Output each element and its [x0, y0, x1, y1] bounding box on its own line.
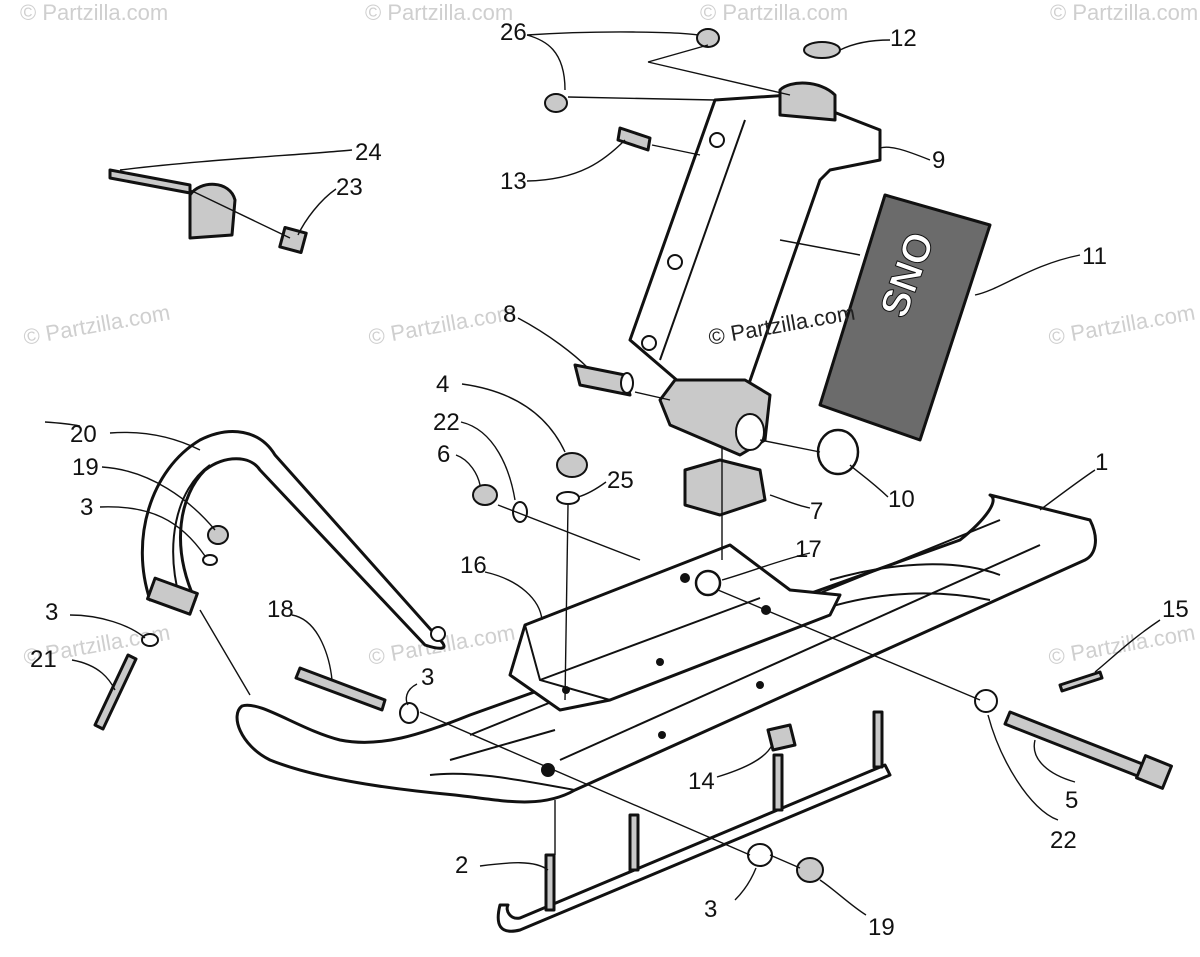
callout-5: 5: [1065, 787, 1078, 814]
ski-saddle: [508, 543, 842, 712]
callout-12: 12: [890, 25, 917, 52]
callout-20: 20: [70, 421, 97, 448]
callout-21: 21: [30, 646, 57, 673]
callout-22: 22: [1050, 827, 1077, 854]
callout-numbers: 1 2 3 3 3 3 4 5 6 7 8 9 10 11 12 13 14 1…: [30, 19, 1189, 941]
callout-19: 19: [868, 914, 895, 941]
callout-6: 6: [437, 441, 450, 468]
watermark: © Partzilla.com: [20, 0, 168, 25]
callout-10: 10: [888, 486, 915, 513]
callout-9: 9: [932, 147, 945, 174]
ski-loop-handle: [140, 430, 446, 650]
watermark: © Partzilla.com: [22, 300, 172, 350]
callout-25: 25: [607, 467, 634, 494]
callout-15: 15: [1162, 596, 1189, 623]
callout-26: 26: [500, 19, 527, 46]
bushing-8: [573, 363, 634, 397]
callout-18: 18: [267, 596, 294, 623]
watermark: © Partzilla.com: [367, 300, 517, 350]
callout-13: 13: [500, 168, 527, 195]
callout-7: 7: [810, 498, 823, 525]
callout-8: 8: [503, 301, 516, 328]
callout-24: 24: [355, 139, 382, 166]
rubber-block-7: [683, 458, 767, 517]
callout-17: 17: [795, 536, 822, 563]
callout-16: 16: [460, 552, 487, 579]
assembly-lines: [189, 44, 981, 869]
callout-23: 23: [336, 174, 363, 201]
callout-3: 3: [421, 664, 434, 691]
callout-19: 19: [72, 454, 99, 481]
hardware: [93, 28, 1173, 883]
callout-22: 22: [433, 409, 460, 436]
watermark: © Partzilla.com: [365, 0, 513, 25]
watermark: © Partzilla.com: [1047, 300, 1197, 350]
runner-wear-bar: [496, 710, 892, 933]
callout-11: 11: [1082, 243, 1107, 270]
callout-3: 3: [704, 896, 717, 923]
watermark: © Partzilla.com: [1050, 0, 1198, 25]
watermark: © Partzilla.com: [700, 0, 848, 25]
spindle-housing: [628, 81, 882, 457]
callout-4: 4: [436, 371, 449, 398]
callout-14: 14: [688, 768, 715, 795]
callout-2: 2: [455, 852, 468, 879]
callout-1: 1: [1095, 449, 1108, 476]
callout-3: 3: [45, 599, 58, 626]
callout-3: 3: [80, 494, 93, 521]
watermark: © Partzilla.com: [1047, 620, 1197, 670]
decal: SNO: [818, 193, 992, 442]
leaders: [44, 31, 1161, 916]
